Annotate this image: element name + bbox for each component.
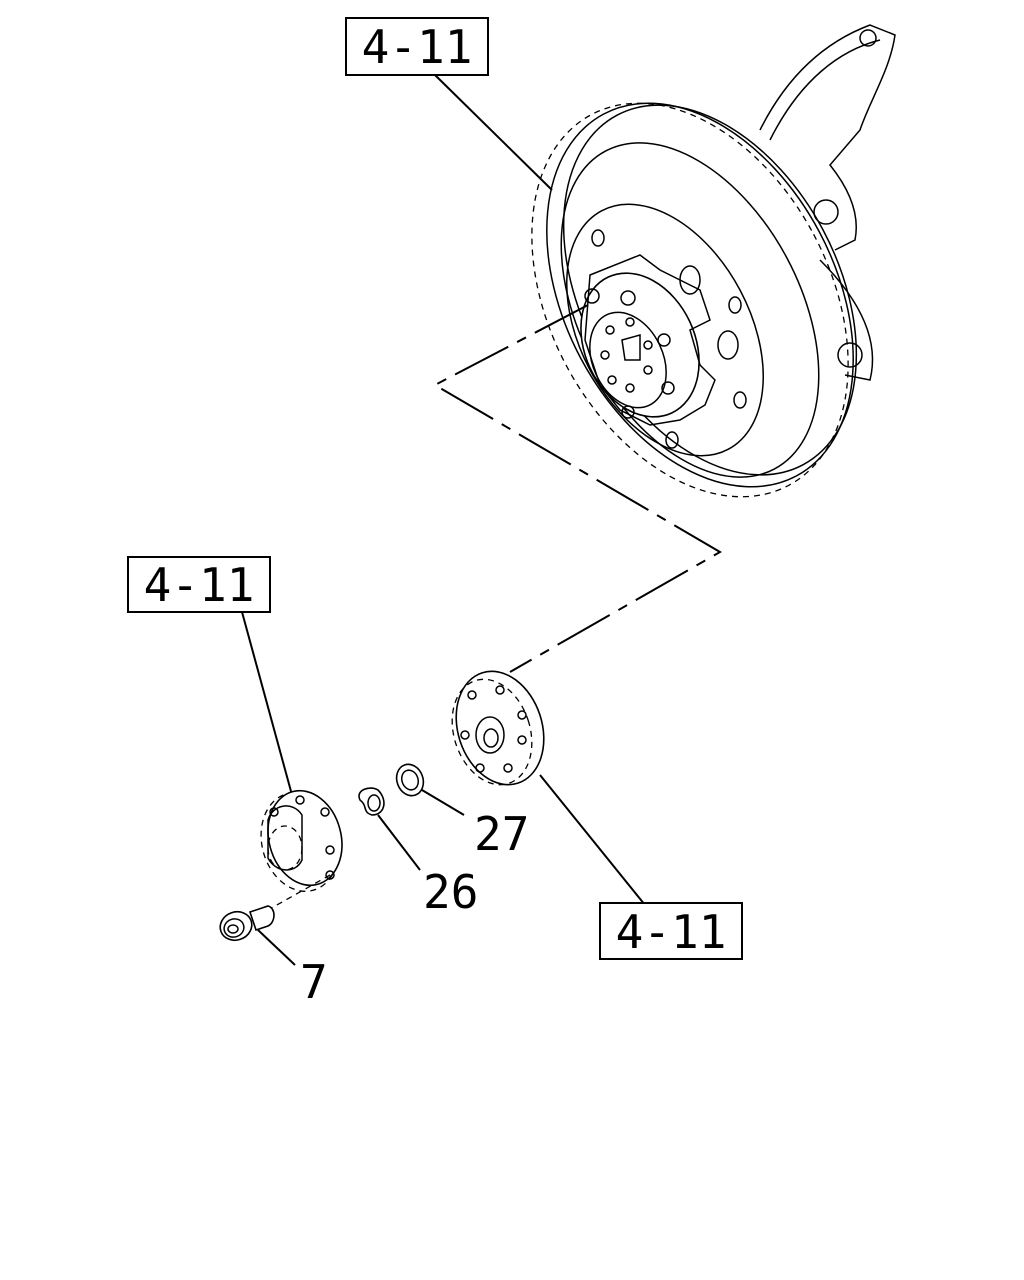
reference-label-text: 4-11	[616, 905, 727, 959]
reference-label-text: 4-11	[362, 20, 473, 74]
part-number-27: 27	[474, 807, 529, 861]
part-number-7: 7	[300, 955, 328, 1009]
part-number-26: 26	[423, 865, 478, 919]
snap-ring-26	[358, 787, 385, 816]
reference-label-bottom[interactable]: 4-11	[599, 902, 743, 960]
reference-label-left[interactable]: 4-11	[127, 556, 271, 613]
leader-lines	[241, 74, 646, 966]
reference-label-text: 4-11	[144, 558, 255, 612]
knuckle-drum-assembly	[531, 24, 896, 498]
drive-flange	[451, 670, 545, 786]
reference-label-top[interactable]: 4-11	[345, 17, 489, 76]
bolt-7	[219, 905, 275, 942]
washer-27	[395, 763, 425, 797]
hub-cap	[260, 789, 343, 911]
